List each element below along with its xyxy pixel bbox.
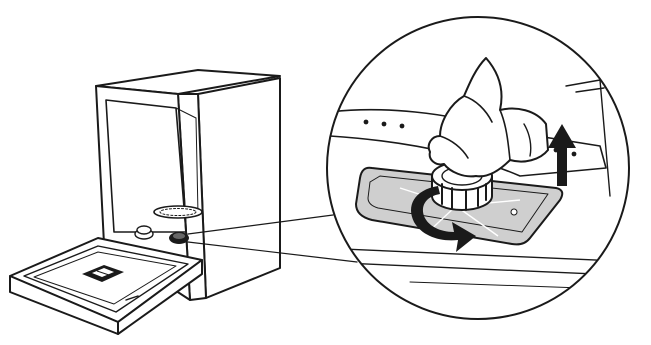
- dishwasher-side-panel: [198, 78, 280, 298]
- dishwasher: [10, 70, 280, 334]
- filter-location-marker: [169, 232, 189, 244]
- spray-arm: [154, 206, 202, 218]
- zoom-detail: [320, 17, 640, 319]
